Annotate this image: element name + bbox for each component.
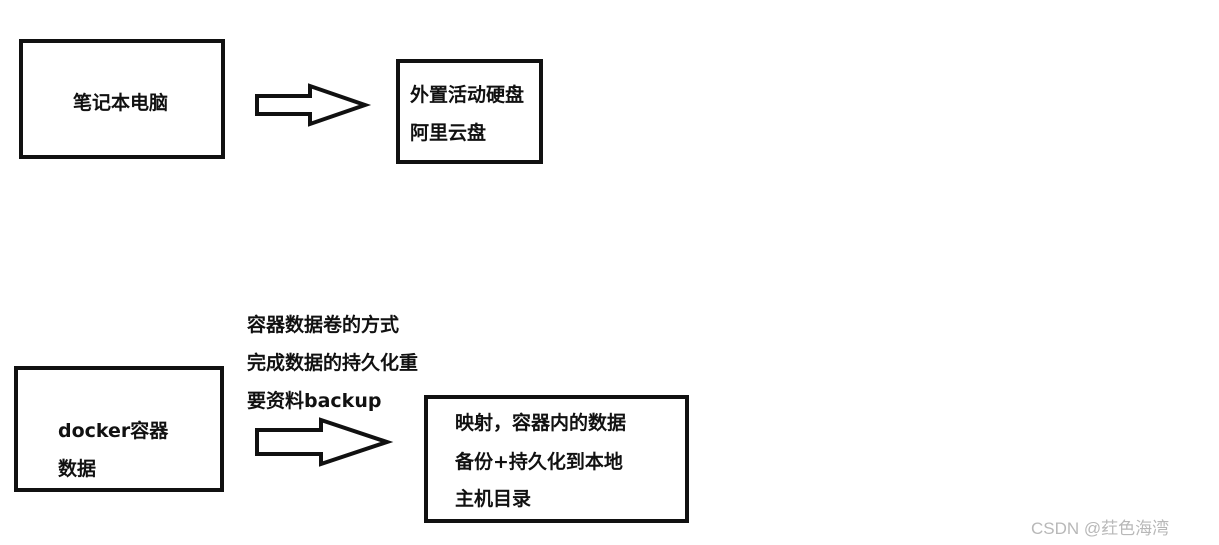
laptop-label: 笔记本电脑	[73, 92, 169, 114]
backup-target-line-1: 外置活动硬盘	[410, 84, 525, 106]
top-arrow	[255, 83, 372, 127]
note-line-2: 完成数据的持久化重	[247, 352, 419, 374]
docker-data-line-2: 数据	[58, 458, 97, 480]
backup-target-box	[396, 59, 543, 164]
docker-data-box	[14, 366, 224, 492]
host-directory-line-1: 映射，容器内的数据	[455, 412, 627, 434]
host-directory-line-3: 主机目录	[455, 488, 532, 510]
host-directory-line-2: 备份+持久化到本地	[455, 451, 623, 473]
backup-target-line-2: 阿里云盘	[410, 122, 487, 144]
host-directory-box	[424, 395, 689, 523]
csdn-watermark: CSDN @荭色海湾	[1031, 519, 1170, 538]
laptop-box	[19, 39, 225, 159]
docker-data-line-1: docker容器	[58, 420, 169, 442]
note-line-1: 容器数据卷的方式	[247, 314, 400, 336]
bottom-arrow	[255, 417, 394, 467]
note-line-3: 要资料backup	[247, 390, 382, 412]
